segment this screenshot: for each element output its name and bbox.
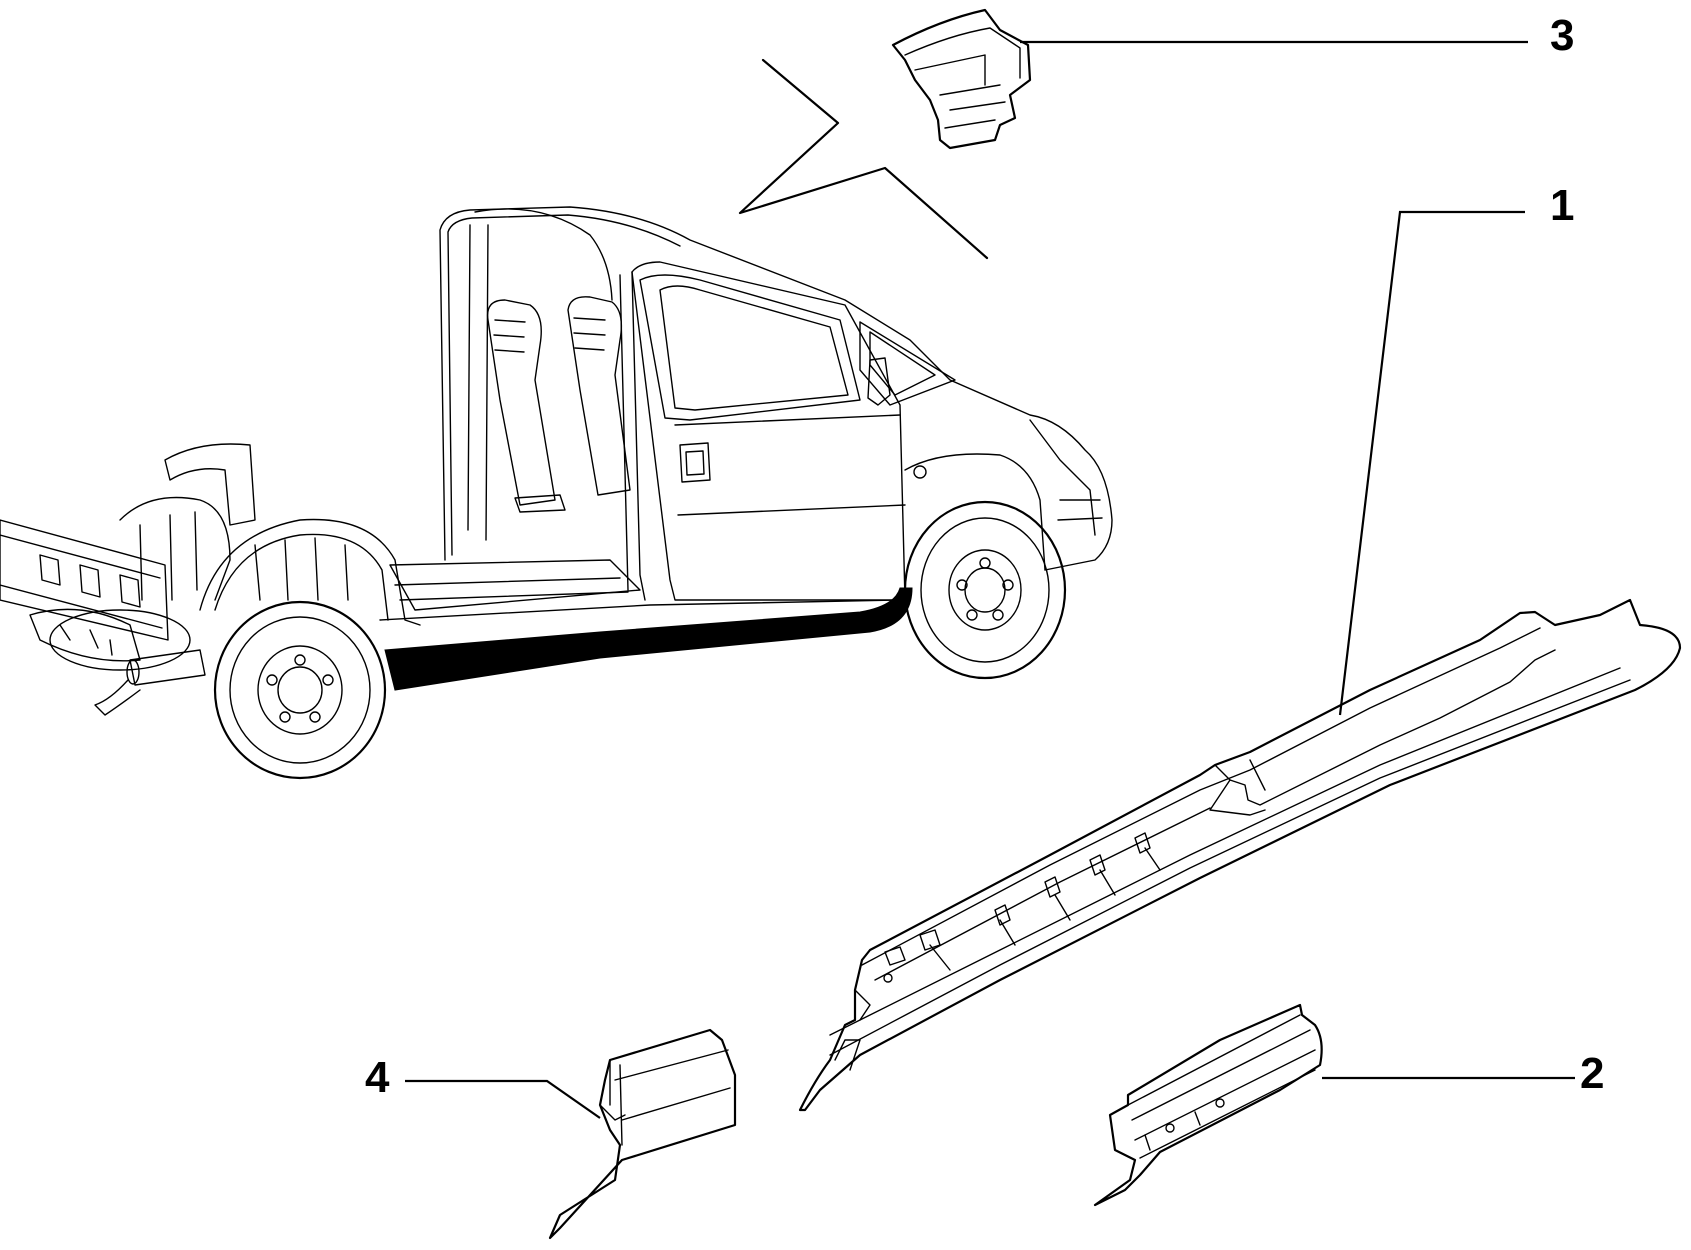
callout-2: 2 [1580, 1049, 1604, 1098]
zigzag-arrow [738, 58, 989, 260]
rear-wheel [213, 600, 387, 780]
part-1-sill [798, 598, 1682, 1112]
leader-1 [1338, 210, 1525, 716]
part-4-panel [548, 1028, 737, 1240]
callout-1: 1 [1550, 181, 1574, 230]
part-2-sill [1093, 1003, 1323, 1207]
callout-leaders [405, 40, 1575, 1119]
front-wheel [903, 500, 1067, 680]
leader-4 [405, 1079, 601, 1119]
callout-4: 4 [365, 1053, 390, 1102]
sill-highlight [384, 587, 913, 691]
vehicle-illustration [0, 206, 1113, 780]
callout-3: 3 [1550, 11, 1574, 60]
part-3-bracket [891, 8, 1032, 150]
